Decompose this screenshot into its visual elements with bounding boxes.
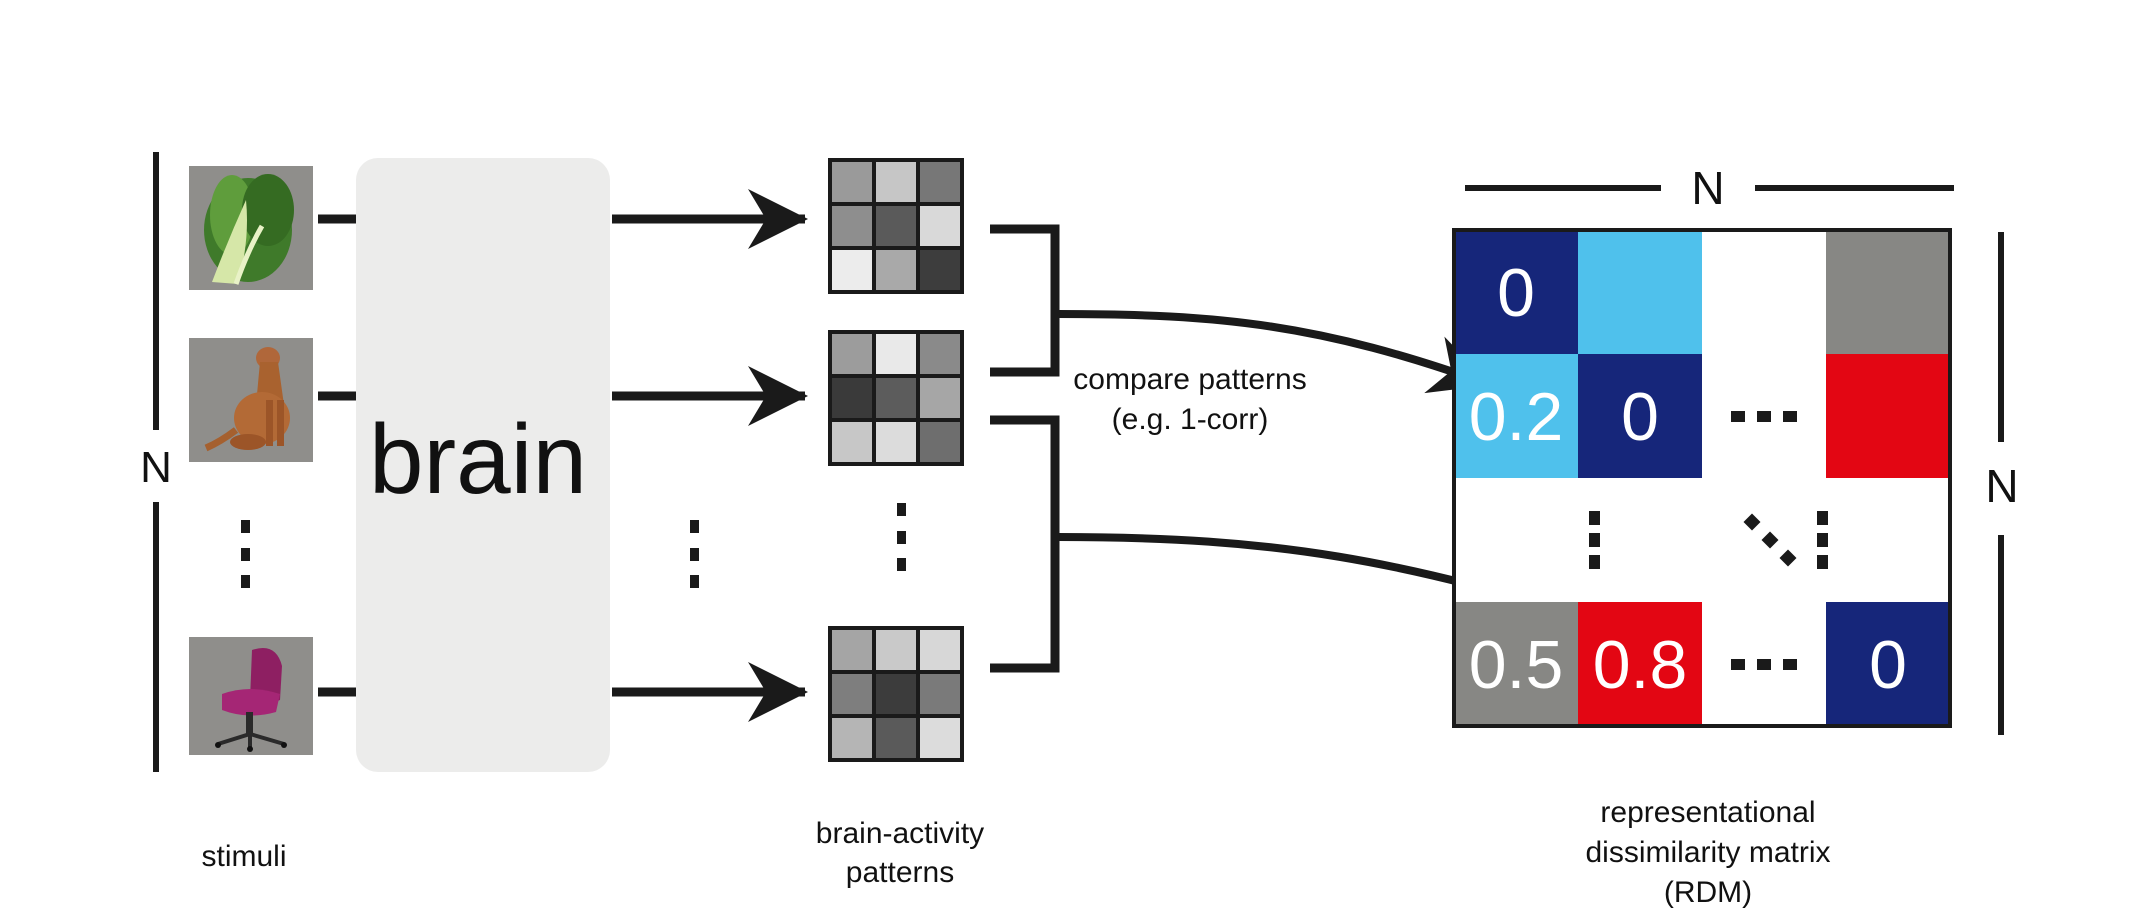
rdm-cell xyxy=(1826,602,1950,726)
comparison-brackets xyxy=(990,224,1060,673)
pattern-cell xyxy=(916,670,964,718)
pattern-cell xyxy=(916,330,964,378)
pattern-cell xyxy=(872,670,920,718)
pattern-cell xyxy=(916,626,964,674)
rdm-cell-value: 0 xyxy=(1621,379,1659,455)
rdm-row-ellipsis xyxy=(1731,411,1797,422)
pattern-cell xyxy=(828,330,876,378)
stimuli-ellipsis xyxy=(241,520,250,588)
dog-image xyxy=(189,338,313,462)
brain-label: brain xyxy=(369,404,587,514)
rdm-cell-value: 0 xyxy=(1497,255,1535,331)
rdm-caption-line1: representational xyxy=(1600,796,1815,829)
rdm-top-n-label: N xyxy=(1691,162,1724,214)
rdm-row-ellipsis xyxy=(1731,659,1797,670)
pattern-cell xyxy=(872,626,920,674)
pattern-cell xyxy=(828,158,876,206)
activity-pattern-grid xyxy=(828,626,964,762)
pattern-grids xyxy=(828,158,964,762)
pattern-cell xyxy=(872,246,920,294)
lettuce-image xyxy=(189,166,313,290)
pattern-cell xyxy=(872,374,920,422)
pattern-cell xyxy=(828,418,876,466)
rdm-cell xyxy=(1454,354,1578,478)
pattern-cell xyxy=(872,330,920,378)
pattern-cell xyxy=(828,202,876,250)
rdm-matrix: 0 0.2 0 0.5 0.8 0 xyxy=(1452,228,1952,728)
rdm-caption-line2: dissimilarity matrix xyxy=(1585,836,1830,869)
pattern-cell xyxy=(828,374,876,422)
rdm-cell-value: 0 xyxy=(1869,627,1907,703)
compare-label-line1: compare patterns xyxy=(1073,363,1306,396)
rdm-right-axis: N xyxy=(1985,232,2019,735)
pattern-cell xyxy=(916,374,964,422)
rdm-cell xyxy=(1826,354,1950,478)
stimuli-n-label: N xyxy=(140,443,172,492)
pattern-cell xyxy=(828,714,876,762)
rdm-cell xyxy=(1578,602,1702,726)
chair-image xyxy=(189,637,313,755)
pattern-cell xyxy=(916,246,964,294)
brain-box: brain xyxy=(356,158,610,772)
pattern-cell xyxy=(828,626,876,674)
rdm-cell-value: 0.5 xyxy=(1469,627,1564,703)
rdm-diagonal-ellipsis xyxy=(1743,513,1797,567)
pattern-cell xyxy=(916,202,964,250)
rdm-top-axis: N xyxy=(1465,162,1954,214)
rdm-cell xyxy=(1454,230,1578,354)
patterns-caption-line2: patterns xyxy=(846,856,954,889)
rdm-cell xyxy=(1578,230,1702,354)
compare-label-line2: (e.g. 1-corr) xyxy=(1112,403,1269,436)
activity-pattern-grid xyxy=(828,158,964,294)
rdm-caption-line3: (RDM) xyxy=(1664,876,1752,909)
pattern-cell xyxy=(872,418,920,466)
arrows-ellipsis xyxy=(690,520,699,588)
patterns-caption-line1: brain-activity xyxy=(816,817,984,850)
stimuli-axis: N xyxy=(140,152,172,772)
pattern-cell xyxy=(872,714,920,762)
pattern-cell xyxy=(872,202,920,250)
rdm-cell-value: 0.2 xyxy=(1469,379,1564,455)
rdm-border xyxy=(1452,228,1952,728)
pattern-cell xyxy=(916,158,964,206)
pattern-cell xyxy=(828,670,876,718)
brain-pattern-arrows xyxy=(612,189,808,722)
pattern-cell xyxy=(872,158,920,206)
pattern-cell xyxy=(916,714,964,762)
rdm-col-ellipsis xyxy=(1817,511,1828,569)
stimuli-caption: stimuli xyxy=(201,840,286,873)
pattern-cell xyxy=(828,246,876,294)
activity-pattern-grid xyxy=(828,330,964,466)
rdm-right-n-label: N xyxy=(1985,460,2018,512)
rdm-col-ellipsis xyxy=(1589,511,1600,569)
stimulus-brain-connectors xyxy=(318,214,356,697)
patterns-ellipsis xyxy=(897,503,906,571)
rdm-cell xyxy=(1578,354,1702,478)
rdm-cell-value: 0.8 xyxy=(1593,627,1688,703)
rdm-cell xyxy=(1826,230,1950,354)
rdm-cell xyxy=(1454,602,1578,726)
pattern-cell xyxy=(916,418,964,466)
